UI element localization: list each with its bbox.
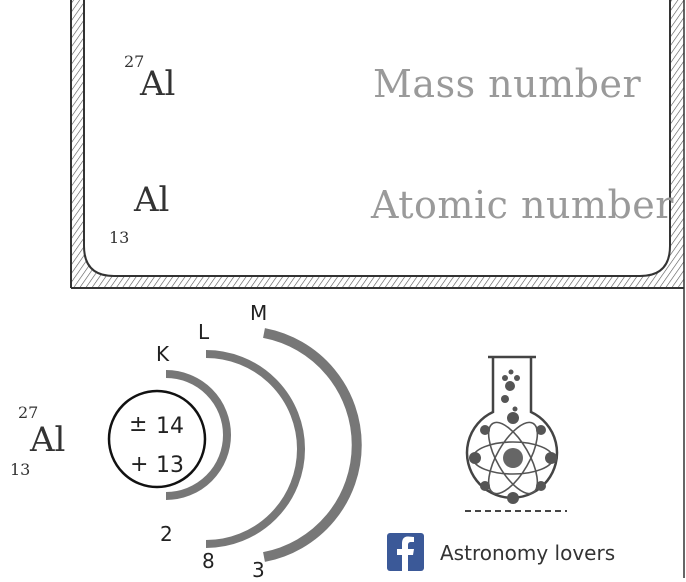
shell-m-electrons: 3: [252, 558, 265, 582]
shell-k-label: K: [156, 342, 170, 366]
mass-example-symbol: Al: [140, 64, 176, 104]
shell-l-arc: [205, 350, 305, 548]
shell-m-label: M: [250, 301, 268, 325]
isotope-mass-number: 27: [18, 403, 39, 422]
neutron-count: 14: [156, 414, 184, 439]
atomic-example-subscript: 13: [109, 228, 130, 247]
mass-example-superscript: 27: [124, 52, 145, 71]
isotope-atomic-number: 13: [10, 460, 31, 479]
shell-k-electrons: 2: [160, 522, 173, 546]
shell-k-arc: [165, 370, 231, 500]
shell-l-label: L: [198, 320, 210, 344]
nucleus-circle: [107, 389, 207, 489]
shell-m-arc: [263, 328, 362, 562]
facebook-icon[interactable]: [387, 533, 424, 571]
mass-number-label: Mass number: [373, 62, 642, 106]
atomic-example-symbol: Al: [134, 180, 170, 220]
branding-text: Astronomy lovers: [440, 541, 616, 565]
atomic-number-label: Atomic number: [371, 183, 674, 227]
proton-count: 13: [156, 453, 184, 478]
proton-sign: +: [130, 452, 149, 477]
isotope-symbol: Al: [30, 420, 66, 460]
neutron-sign: ±: [129, 412, 148, 437]
shell-l-electrons: 8: [202, 549, 215, 573]
flask-atom-icon: [465, 355, 567, 512]
